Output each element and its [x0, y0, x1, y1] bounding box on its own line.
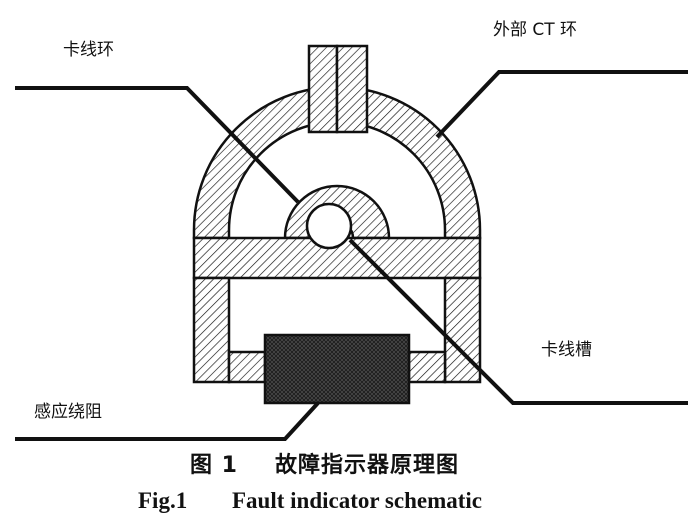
caption-en-title: Fault indicator schematic [232, 488, 482, 513]
external-ct-ring [192, 85, 482, 240]
label-external-ct-ring: 外部 CT 环 [493, 20, 577, 40]
left-leg [192, 276, 231, 384]
bottom-bar-left [227, 350, 267, 384]
bottom-bar-right [407, 350, 447, 384]
caption-cn-number: 图 1 [190, 453, 238, 478]
sensing-winding-coil [263, 333, 411, 405]
label-sensing-winding: 感应绕阻 [34, 402, 102, 422]
leader-sensing-winding [15, 401, 320, 441]
top-stem-left [307, 44, 339, 134]
leader-clip-ring [15, 86, 300, 204]
caption-cn-title: 故障指示器原理图 [275, 452, 459, 478]
label-clip-groove: 卡线槽 [541, 340, 592, 360]
label-clip-ring: 卡线环 [63, 40, 114, 60]
conductor-hole [305, 202, 353, 250]
leader-external-ct-ring [435, 70, 688, 139]
caption-en-number: Fig.1 [138, 488, 187, 513]
top-stem-right [335, 44, 369, 134]
leader-clip-groove [348, 238, 688, 405]
